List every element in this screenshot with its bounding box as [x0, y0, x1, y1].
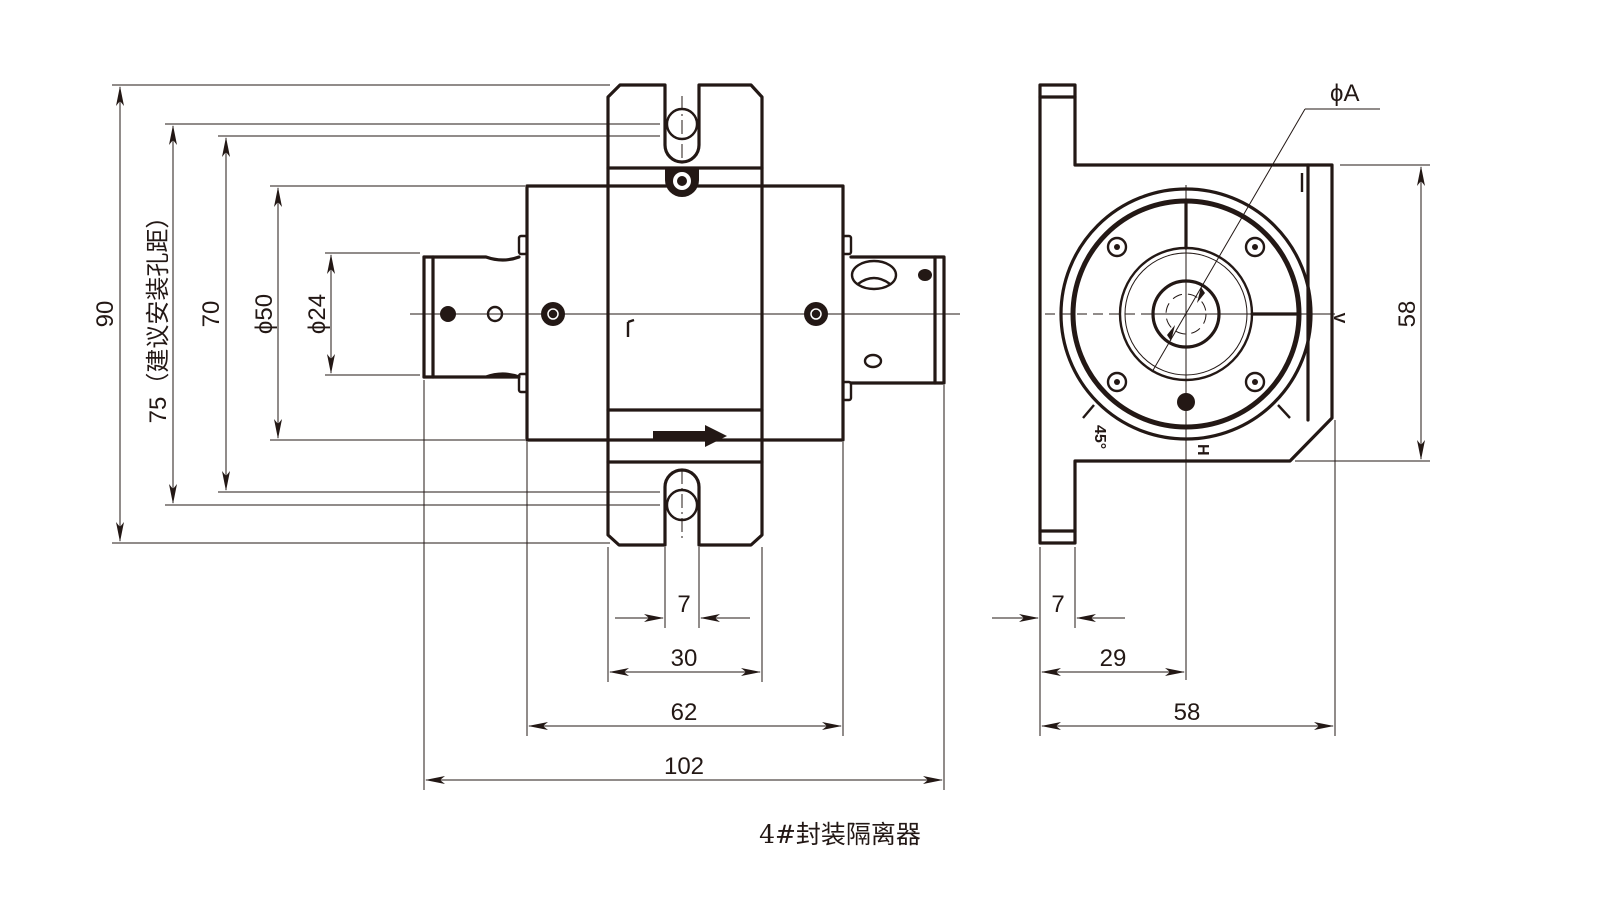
hole-icon [486, 305, 504, 323]
dim-label-75: 75（建议安装孔距） [145, 205, 172, 424]
screw-icon [804, 302, 828, 326]
dim-label-30: 30 [671, 645, 698, 672]
screw-icon [1106, 236, 1128, 258]
drawing-caption: 4#封装隔离器 [759, 820, 921, 849]
h-marking: H [1194, 444, 1211, 456]
dim-label-90: 90 [92, 301, 119, 328]
mounting-flange [606, 83, 764, 547]
dim-label-58-horizontal: 58 [1174, 699, 1201, 726]
front-view: 90 75（建议安装孔距） 70 ϕ50 ϕ24 7 30 62 102 [92, 83, 960, 790]
dim-label-70: 70 [198, 301, 225, 328]
dim-label-29: 29 [1100, 645, 1127, 672]
dim-label-58-vertical: 58 [1394, 301, 1421, 328]
right-port [841, 234, 946, 402]
screw-icon [541, 302, 565, 326]
dim-label-62: 62 [671, 699, 698, 726]
v-marking: V [1330, 313, 1347, 324]
extension-lines [112, 84, 945, 790]
isolator-body [525, 184, 845, 442]
side-view: ϕA 45° H V 58 7 29 58 [992, 80, 1430, 736]
dim-label-7-side: 7 [1051, 591, 1064, 618]
dim-label-phi50: ϕ50 [251, 294, 278, 334]
screw-icon [1106, 371, 1128, 393]
screw-icon [1244, 236, 1266, 258]
left-port [422, 234, 529, 394]
screw-icon [440, 306, 456, 322]
angle-marking: 45° [1091, 425, 1108, 449]
dim-label-phi-a: ϕA [1330, 80, 1359, 107]
dim-label-102: 102 [664, 753, 704, 780]
screw-icon [1244, 371, 1266, 393]
dim-label-7: 7 [677, 591, 690, 618]
dim-label-phi24: ϕ24 [304, 294, 331, 334]
side-housing [1038, 83, 1334, 545]
aperture-leader [1151, 108, 1380, 373]
flow-direction-arrow [653, 425, 727, 447]
